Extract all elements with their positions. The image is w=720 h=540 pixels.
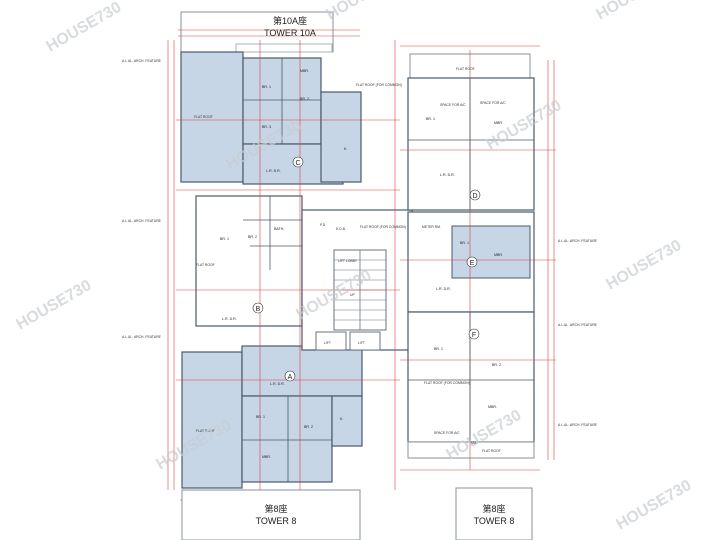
lift-1 bbox=[315, 331, 347, 351]
room-c-kit: K. bbox=[344, 147, 347, 151]
watermark-3: HOUSE730 bbox=[594, 0, 675, 23]
room-b-br1: BR. 1 bbox=[220, 237, 229, 241]
note-space-ac-3: SPACE FOR A/C bbox=[434, 431, 460, 435]
room-e-br1: BR. 1 bbox=[460, 241, 469, 245]
flat-roof-bottom-right bbox=[407, 441, 535, 459]
note-flat-roof-4: FLAT ROOF bbox=[456, 67, 475, 71]
room-a-mbr: MBR. bbox=[262, 455, 271, 459]
note-lift-1: LIFT bbox=[324, 341, 331, 345]
watermark-8: HOUSE730 bbox=[604, 237, 685, 294]
tower-8-right-outline bbox=[455, 487, 533, 540]
tower-10a-cn: 第10A座 bbox=[273, 15, 307, 26]
room-d-mbr: MBR. bbox=[494, 121, 503, 125]
note-lift-lobby: LIFT LOBBY bbox=[338, 259, 358, 263]
right-block bbox=[407, 53, 535, 459]
note-arch-5: A.L.&L. ARCH. FEATURE bbox=[558, 323, 598, 327]
note-arch-1: A.L.&L. ARCH. FEATURE bbox=[122, 59, 162, 63]
note-space-ac-2: SPACE FOR A/C bbox=[480, 101, 506, 105]
note-arch-4: A.L.&L. ARCH. FEATURE bbox=[558, 239, 598, 243]
room-f-mbr: MBR. bbox=[488, 405, 497, 409]
note-up: UP bbox=[350, 293, 355, 297]
room-b-lrdr: L.R. D.R. bbox=[222, 317, 237, 321]
tower-8-right-cn: 第8座 bbox=[482, 503, 505, 514]
watermark-6: HOUSE730 bbox=[14, 277, 95, 334]
note-arch-6: A.L.&L. ARCH. FEATURE bbox=[558, 423, 598, 427]
room-e-lrdr: L.R. D.R. bbox=[436, 287, 451, 291]
unit-c-kitchen bbox=[320, 91, 362, 183]
tower-8-left-outline bbox=[181, 489, 361, 540]
room-b-bath: BATH. bbox=[274, 227, 284, 231]
note-flat-roof-common-1: FLAT ROOF (FOR COMMON) bbox=[356, 83, 402, 87]
room-b-br2: BR. 2 bbox=[248, 235, 257, 239]
room-a-br1: BR. 1 bbox=[256, 415, 265, 419]
unit-d bbox=[407, 77, 535, 211]
unit-a-label: A bbox=[288, 374, 293, 381]
room-a-lrdr: L.R. D.R. bbox=[270, 382, 285, 386]
note-meter-rm: METER RM. bbox=[422, 225, 441, 229]
room-a-br2: BR. 2 bbox=[304, 425, 313, 429]
room-c-br2: BR. 2 bbox=[300, 97, 309, 101]
room-c-br1: BR. 1 bbox=[262, 85, 271, 89]
note-flat-roof-common-2: FLAT ROOF (FOR COMMON) bbox=[360, 225, 406, 229]
room-d-lrdr: L.R. D.R. bbox=[440, 173, 455, 177]
unit-c-label: C bbox=[295, 160, 300, 167]
note-flat-roof-1: FLAT ROOF bbox=[194, 115, 213, 119]
unit-e-bedrooms bbox=[451, 225, 531, 279]
unit-e-label: E bbox=[470, 260, 475, 267]
room-e-mbr: MBR. bbox=[494, 253, 503, 257]
tower-10a-base bbox=[235, 43, 333, 53]
note-space-ac-1: SPACE FOR A/C bbox=[440, 103, 466, 107]
left-block bbox=[180, 51, 363, 489]
tower-8-left-cn: 第8座 bbox=[264, 503, 287, 514]
room-f-br2: BR. 2 bbox=[492, 363, 501, 367]
room-a-kit: K. bbox=[340, 417, 343, 421]
flat-roof-lower-left bbox=[181, 351, 243, 489]
unit-a-living bbox=[241, 345, 363, 397]
note-flat-roof-5: FLAT ROOF bbox=[482, 449, 501, 453]
note-flat-roof-3: FLAT ROOF bbox=[196, 429, 215, 433]
room-c-lrdr: L.R. D.R. bbox=[266, 169, 281, 173]
tower-8-left-en: TOWER 8 bbox=[256, 516, 297, 526]
lift-core bbox=[301, 209, 413, 351]
unit-f-label: F bbox=[472, 332, 476, 339]
note-flat-roof-common-3: FLAT ROOF (FOR COMMON) bbox=[424, 381, 470, 385]
tower-10a-en: TOWER 10A bbox=[264, 28, 316, 38]
note-pd: P.D. bbox=[320, 223, 326, 227]
room-f-bal: BAL. bbox=[470, 441, 478, 445]
unit-b-label: B bbox=[256, 306, 261, 313]
flat-roof-upper-left bbox=[180, 51, 244, 183]
unit-a-kitchen bbox=[331, 395, 363, 447]
room-d-br1: BR. 1 bbox=[426, 117, 435, 121]
watermark-11: HOUSE730 bbox=[614, 477, 695, 534]
note-edb: E.D.B. bbox=[336, 227, 346, 231]
unit-a-bedrooms bbox=[241, 395, 333, 483]
watermark-2: HOUSE730 bbox=[324, 0, 405, 23]
unit-b bbox=[195, 195, 303, 327]
note-arch-2: A.L.&L. ARCH. FEATURE bbox=[122, 219, 162, 223]
room-f-br1: BR. 1 bbox=[434, 347, 443, 351]
note-flat-roof-2: FLAT ROOF bbox=[196, 263, 215, 267]
note-arch-3: A.L.&L. ARCH. FEATURE bbox=[122, 335, 162, 339]
room-c-br3: BR. 3 bbox=[262, 125, 271, 129]
watermark-1: HOUSE730 bbox=[44, 0, 125, 55]
tower-8-right-en: TOWER 8 bbox=[474, 516, 515, 526]
note-lift-2: LIFT bbox=[358, 341, 365, 345]
unit-d-label: D bbox=[472, 193, 477, 200]
lift-2 bbox=[349, 331, 381, 351]
room-c-mbr: MBR. bbox=[300, 69, 309, 73]
